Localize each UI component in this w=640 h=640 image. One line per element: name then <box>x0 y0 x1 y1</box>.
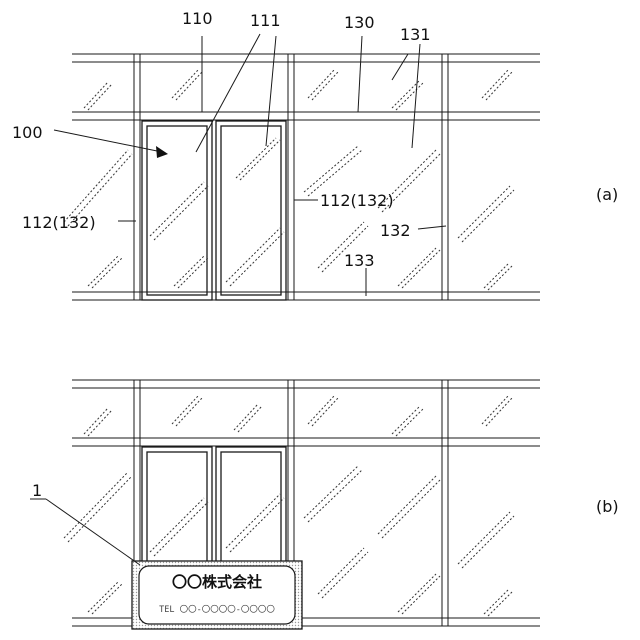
panel-label-a: (a) <box>596 185 618 204</box>
door-left-a <box>142 121 212 300</box>
sign-company-name: 〇〇株式会社 <box>172 573 262 591</box>
label-132: 132 <box>380 221 411 240</box>
label-131: 131 <box>400 25 431 44</box>
label-111: 111 <box>250 11 281 30</box>
leader-line-1 <box>30 499 140 565</box>
label-112-mid: 112(132) <box>320 191 394 210</box>
leader-lines-a <box>54 34 446 296</box>
sign-telephone: TEL 〇〇-〇〇〇〇-〇〇〇〇 <box>159 605 275 615</box>
top-transom-a <box>72 54 540 62</box>
storefront-b: 〇〇株式会社 TEL 〇〇-〇〇〇〇-〇〇〇〇 1 (b) <box>30 380 619 629</box>
top-transom-b <box>72 380 540 388</box>
storefront-a: 110 111 130 131 100 112(132) 112(132) 13… <box>12 9 618 300</box>
middle-transom-b <box>72 438 540 446</box>
panel-label-b: (b) <box>596 497 619 516</box>
label-100: 100 <box>12 123 43 142</box>
mullions-a <box>134 54 448 300</box>
door-right-a <box>216 121 286 300</box>
middle-transom-a <box>72 112 540 120</box>
label-130: 130 <box>344 13 375 32</box>
label-133: 133 <box>344 251 375 270</box>
label-112-left: 112(132) <box>22 213 96 232</box>
label-1: 1 <box>32 481 42 500</box>
signboard: 〇〇株式会社 TEL 〇〇-〇〇〇〇-〇〇〇〇 <box>132 561 302 629</box>
label-110: 110 <box>182 9 213 28</box>
glass-reflections-a <box>64 70 514 290</box>
